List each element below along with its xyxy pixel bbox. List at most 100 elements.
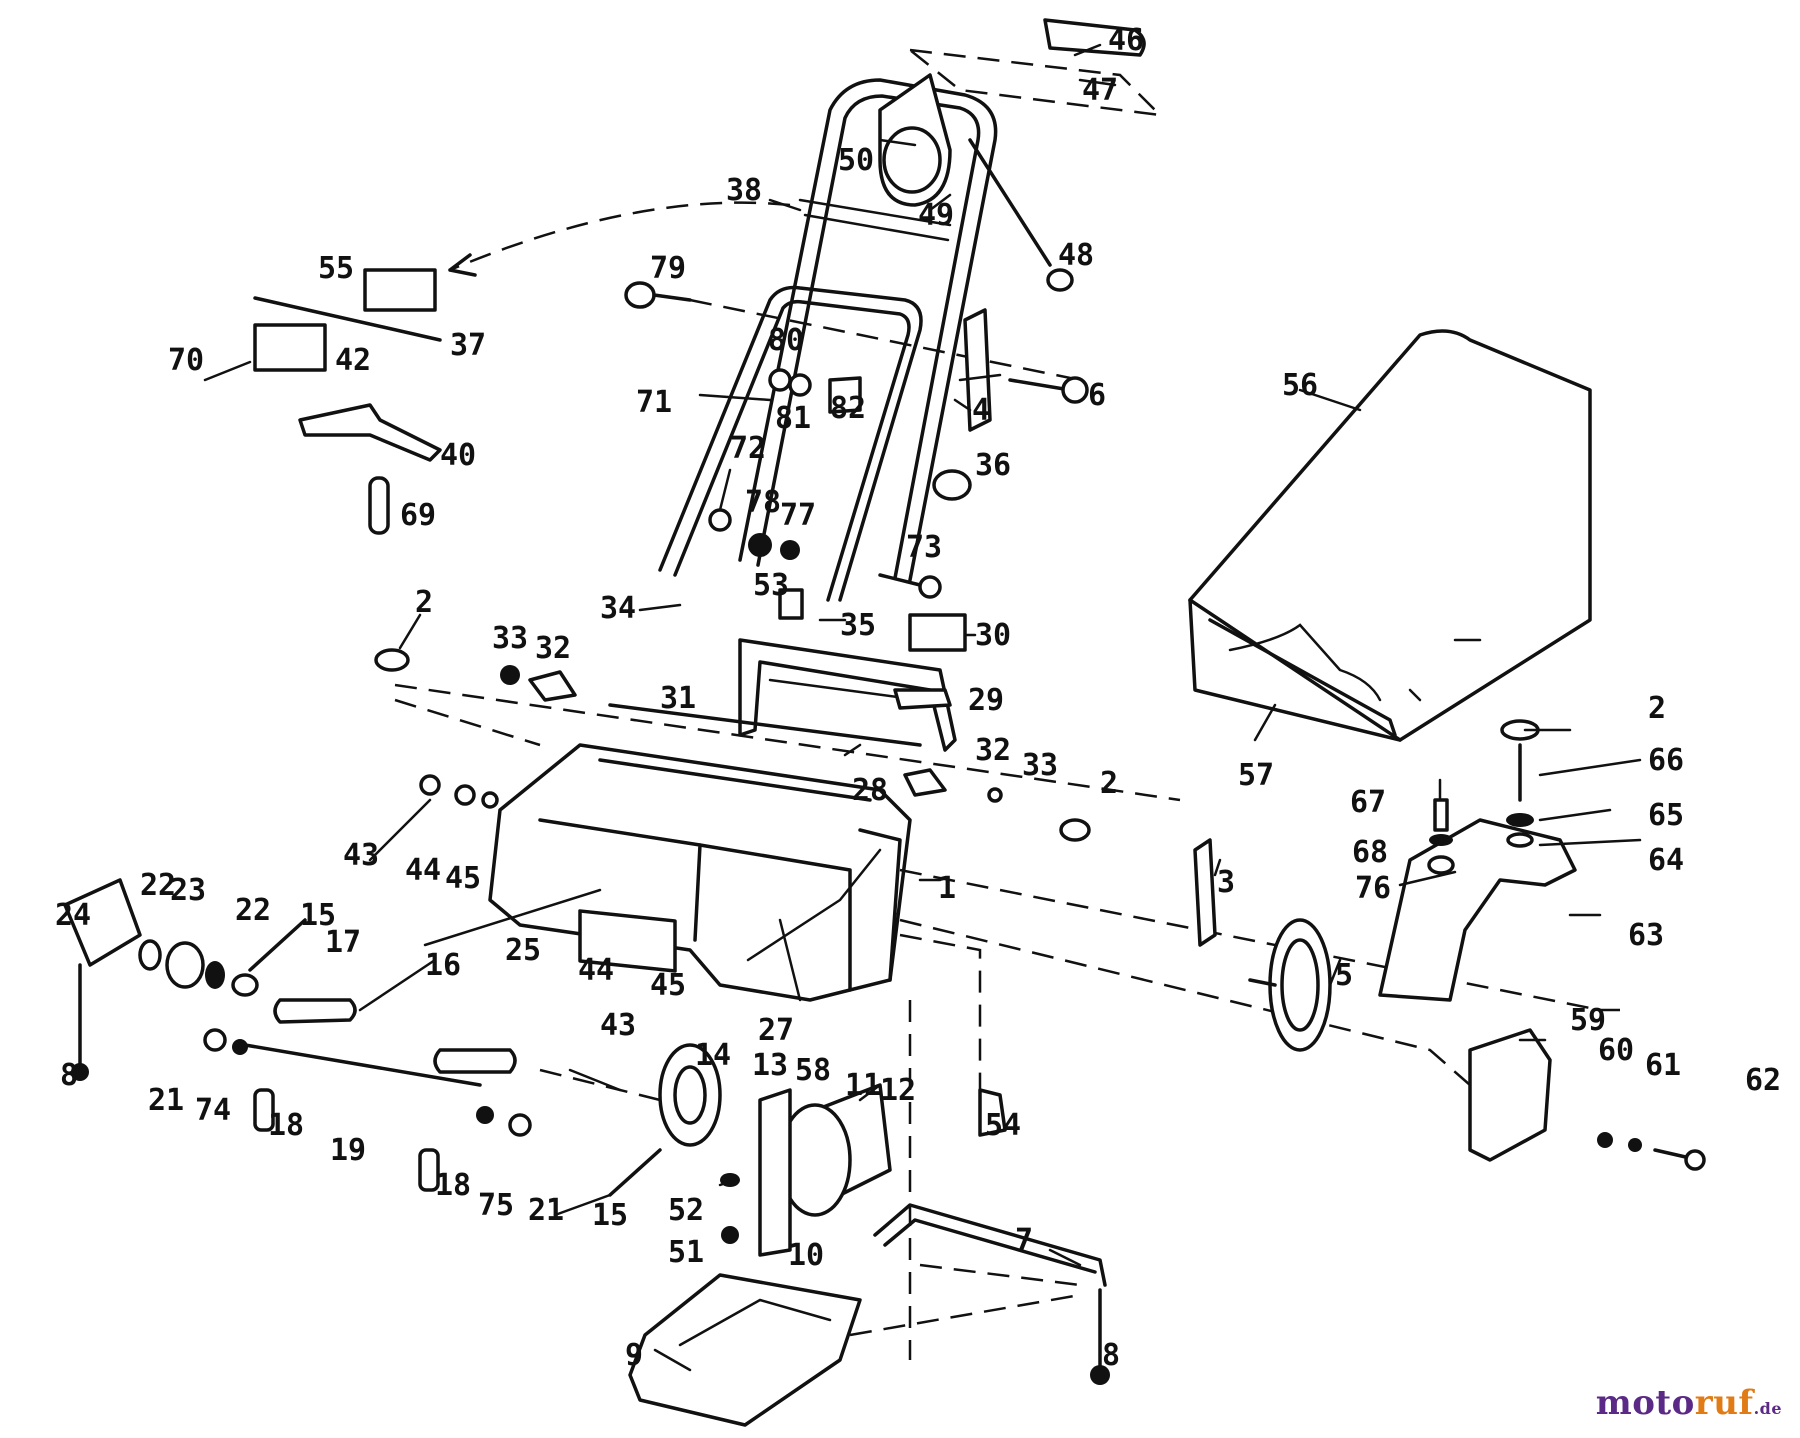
nut-33-right (987, 787, 1003, 803)
washer-76 (1427, 855, 1455, 875)
part-number-19: 19 (330, 1133, 366, 1168)
part-number-4: 4 (972, 393, 990, 428)
part-number-10: 10 (788, 1238, 824, 1273)
cable-routing-arrow (449, 201, 791, 272)
part-number-1: 1 (938, 871, 956, 906)
part-number-68: 68 (1352, 835, 1388, 870)
part-number-74: 74 (195, 1093, 231, 1128)
part-number-75: 75 (478, 1188, 514, 1223)
part-number-48: 48 (1058, 238, 1094, 273)
nut-77 (780, 540, 800, 560)
part-number-21: 21 (528, 1193, 564, 1228)
part-number-69: 69 (400, 498, 436, 533)
washer-22-right (205, 961, 225, 989)
part-number-49: 49 (918, 198, 954, 233)
part-number-8: 8 (1102, 1338, 1120, 1373)
grip-guide-line (905, 48, 1164, 117)
cap-54 (978, 1088, 1007, 1137)
part-number-15: 15 (300, 898, 336, 933)
part-number-30: 30 (975, 618, 1011, 653)
part-number-36: 36 (975, 448, 1011, 483)
part-number-18: 18 (435, 1168, 471, 1203)
shaft-guide (539, 1068, 661, 1102)
part-number-64: 64 (1648, 843, 1684, 878)
part-number-45: 45 (650, 968, 686, 1003)
wheel-5 (1248, 918, 1332, 1052)
part-number-61: 61 (1645, 1048, 1681, 1083)
part-number-12: 12 (880, 1073, 916, 1108)
grass-catcher-56 (1188, 329, 1592, 742)
nut-78 (748, 533, 772, 557)
part-number-11: 11 (845, 1068, 881, 1103)
part-number-22: 22 (140, 868, 176, 903)
tine-roller-16 (273, 998, 517, 1074)
part-number-42: 42 (335, 343, 371, 378)
part-number-71: 71 (636, 385, 672, 420)
switch-82 (828, 376, 862, 414)
deflector-59 (1468, 1028, 1552, 1162)
part-number-8: 8 (60, 1058, 78, 1093)
part-number-18: 18 (268, 1108, 304, 1143)
part-number-44: 44 (578, 953, 614, 988)
bearing-23 (165, 941, 205, 989)
axle-line-left (394, 698, 541, 747)
bolt-6 (1008, 376, 1089, 404)
part-number-33: 33 (1022, 748, 1058, 783)
watermark-part-a: moto (1595, 1383, 1695, 1423)
washer-64 (1506, 832, 1534, 848)
part-number-46: 46 (1108, 23, 1144, 58)
part-number-66: 66 (1648, 743, 1684, 778)
part-number-44: 44 (405, 853, 441, 888)
part-number-72: 72 (730, 431, 766, 466)
rod-31 (608, 703, 922, 747)
label-30 (908, 613, 967, 652)
axle-line-lower (899, 868, 1620, 1012)
part-number-3: 3 (1217, 865, 1235, 900)
handle-grip (1043, 18, 1146, 57)
part-number-79: 79 (650, 251, 686, 286)
part-number-43: 43 (343, 838, 379, 873)
axle-line-bottom (899, 918, 1471, 1086)
wheel-cover-63 (1378, 818, 1577, 1002)
part-number-23: 23 (170, 873, 206, 908)
cable-clip-55 (363, 268, 437, 312)
part-number-14: 14 (695, 1038, 731, 1073)
nut-21-left (203, 1028, 227, 1052)
cap-2-left (374, 648, 410, 672)
washer-75 (476, 1106, 494, 1124)
part-number-65: 65 (1648, 798, 1684, 833)
part-number-54: 54 (985, 1108, 1021, 1143)
part-number-52: 52 (668, 1193, 704, 1228)
part-number-6: 6 (1088, 378, 1106, 413)
part-number-50: 50 (838, 143, 874, 178)
bolt-79 (624, 281, 1081, 382)
pin-15 (248, 918, 307, 972)
rod-37 (253, 296, 442, 342)
clip-32 (528, 670, 577, 702)
nut-80 (768, 368, 792, 392)
knob-36 (932, 469, 972, 501)
part-number-35: 35 (840, 608, 876, 643)
bearing-plate-24 (63, 878, 142, 967)
part-number-2: 2 (1100, 766, 1118, 801)
part-number-9: 9 (625, 1338, 643, 1373)
part-number-73: 73 (906, 530, 942, 565)
bar-7 (873, 1203, 1107, 1287)
washer-22-left (138, 939, 162, 971)
nut-21-right (508, 1113, 532, 1137)
part-number-24: 24 (55, 898, 91, 933)
bracket-18-left (253, 1088, 275, 1132)
lower-handle (658, 285, 923, 602)
part-number-70: 70 (168, 343, 204, 378)
part-number-27: 27 (758, 1013, 794, 1048)
part-number-31: 31 (660, 681, 696, 716)
lever-4 (963, 308, 992, 432)
part-number-45: 45 (445, 861, 481, 896)
bolt-73 (878, 573, 942, 599)
nut-81 (788, 373, 812, 397)
bar-7-inner (883, 1218, 1097, 1274)
part-number-57: 57 (1238, 758, 1274, 793)
part-number-13: 13 (752, 1048, 788, 1083)
part-number-76: 76 (1355, 871, 1391, 906)
part-number-40: 40 (440, 438, 476, 473)
